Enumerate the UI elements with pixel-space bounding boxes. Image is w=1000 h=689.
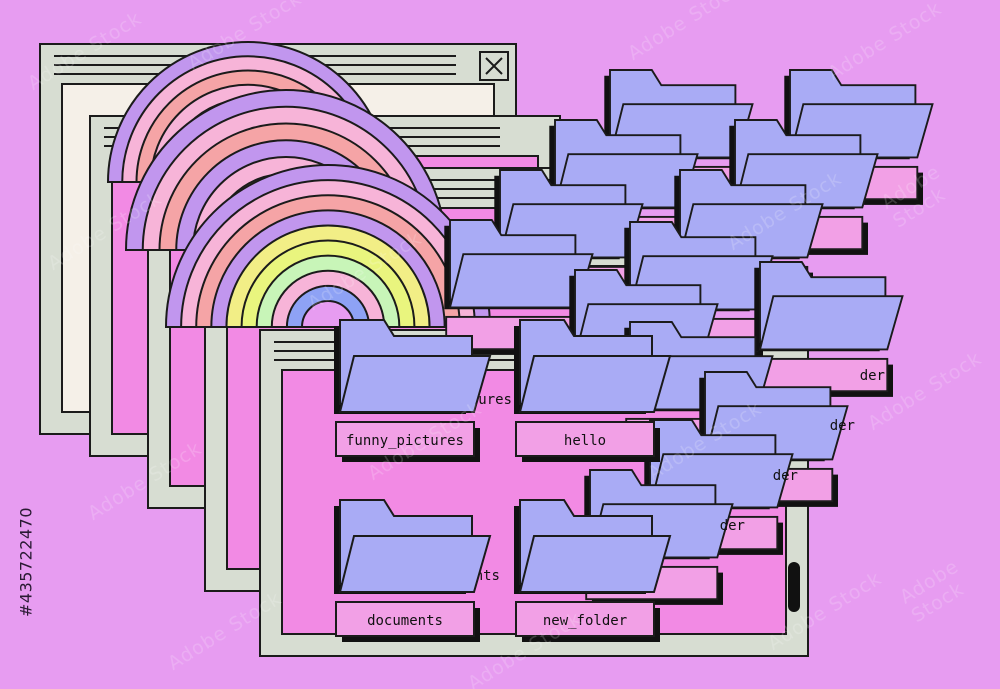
folder-icon: funny_pictures	[334, 319, 492, 462]
folder-front	[518, 535, 672, 593]
folder-label-text: funny_pictures	[346, 433, 464, 449]
folder-grid: tures nts der der der der funny_pictures hello d…	[334, 69, 934, 642]
folder-label-text: der	[860, 368, 885, 384]
folder-label	[515, 421, 655, 457]
folder-label-text: der	[773, 468, 798, 484]
folder-icon	[754, 261, 904, 397]
folder-label	[335, 601, 475, 637]
folder-label-text: der	[830, 418, 855, 434]
folder-front	[518, 355, 672, 413]
folder-label-text: new_folder	[543, 613, 627, 629]
folder-label-text: documents	[367, 613, 443, 629]
rainbow-icon	[164, 164, 492, 328]
folder-icon: documents	[334, 499, 492, 642]
stock-id: #435722470	[14, 452, 38, 672]
folder-label-text: hello	[564, 433, 606, 449]
rainbow-stack	[106, 41, 492, 328]
folder-icon: hello	[514, 319, 672, 462]
front-window-details	[788, 562, 800, 612]
folder-label-text: tures	[470, 392, 512, 408]
folder-front	[338, 355, 492, 413]
folder-label	[335, 421, 475, 457]
folder-front	[338, 535, 492, 593]
folder-label	[515, 601, 655, 637]
close-icon	[485, 57, 503, 75]
folder-label-text: der	[720, 518, 745, 534]
scrollbar-thumb	[788, 562, 800, 612]
stock-id-text: #435722470	[16, 506, 36, 618]
folder-icon: new_folder	[514, 499, 672, 642]
folder-front	[758, 295, 904, 351]
folder-label-text: nts	[475, 568, 500, 584]
